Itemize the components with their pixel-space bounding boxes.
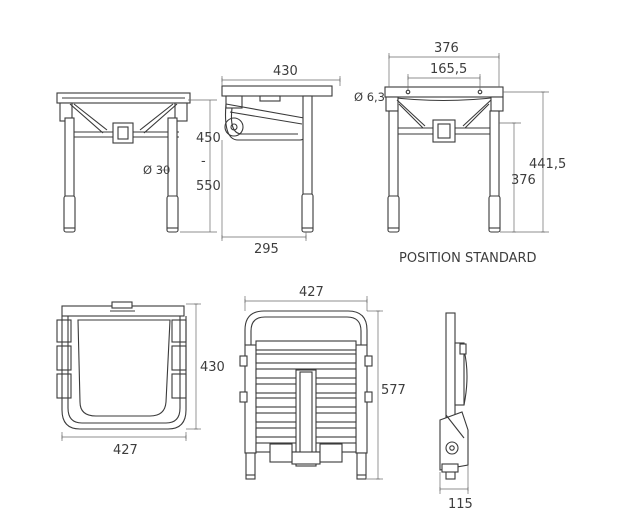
back-view-width-label: 427 — [299, 285, 324, 300]
back-view: 427 577 — [239, 285, 406, 480]
rear-width-label: 376 — [434, 41, 459, 56]
front-height-bottom-label: 550 — [196, 179, 221, 194]
rear-height-total-label: 441,5 — [529, 157, 566, 172]
rear-elevation-view: 376 165,5 Ø 6,3 441,5 376 POSITION STAND… — [354, 41, 566, 266]
side-elevation-view: 430 295 — [221, 64, 341, 257]
position-standard-caption: POSITION STANDARD — [399, 251, 537, 266]
front-height-top-label: 450 — [196, 131, 221, 146]
front-elevation-view: Ø 30 450 - 550 — [56, 92, 221, 233]
rear-inner-width-label: 165,5 — [430, 62, 467, 77]
folded-side-view: 115 — [439, 312, 473, 512]
rear-height-leg-label: 376 — [511, 173, 536, 188]
top-view-depth-label: 430 — [200, 360, 225, 375]
top-view: 430 427 — [56, 301, 225, 458]
side-depth-label: 295 — [254, 242, 279, 257]
top-view-width-label: 427 — [113, 443, 138, 458]
side-width-label: 430 — [273, 64, 298, 79]
rear-hole-diameter-label: Ø 6,3 — [354, 90, 385, 104]
folded-depth-label: 115 — [448, 497, 473, 512]
front-tube-diameter-label: Ø 30 — [143, 163, 170, 177]
back-view-height-label: 577 — [381, 383, 406, 398]
front-height-dash-label: - — [201, 154, 206, 169]
